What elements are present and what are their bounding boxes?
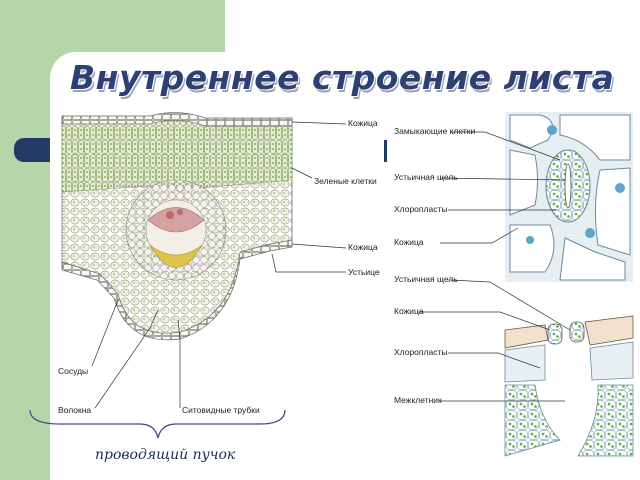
bundle-caption: проводящий пучок	[95, 447, 236, 463]
blue-accent-tick	[384, 140, 387, 162]
label-guard-cells: Замыкающие клетки	[394, 126, 476, 136]
label-stomatal-slit-bottom: Устьичная щель	[394, 274, 458, 284]
label-epidermis-top-right: Кожица	[394, 237, 424, 247]
leaf-section	[61, 112, 293, 341]
label-fibers: Волокна	[58, 405, 92, 415]
label-epidermis-bottom-right: Кожица	[394, 306, 424, 316]
stoma-top-view	[505, 112, 633, 282]
label-intercellular: Межклетник	[394, 395, 442, 405]
label-vessels: Сосуды	[58, 366, 89, 376]
label-chloroplasts-top: Хлоропласты	[394, 204, 448, 214]
right-leader-lines	[418, 131, 571, 402]
slide-title: Внутреннее строение листа	[70, 58, 615, 97]
left-leader-lines	[91, 121, 347, 409]
stoma-cross-section	[504, 315, 634, 457]
label-stoma: Устьице	[348, 267, 380, 277]
label-green-cells: Зеленые клетки	[314, 176, 377, 186]
label-epidermis-top: Кожица	[348, 118, 378, 128]
label-stomatal-slit-top: Устьичная щель	[394, 172, 458, 182]
bundle-brace	[29, 409, 286, 439]
label-sieve-tubes: Ситовидные трубки	[182, 405, 260, 415]
label-epidermis-bottom: Кожица	[348, 242, 378, 252]
label-chloroplasts-bottom: Хлоропласты	[394, 347, 448, 357]
